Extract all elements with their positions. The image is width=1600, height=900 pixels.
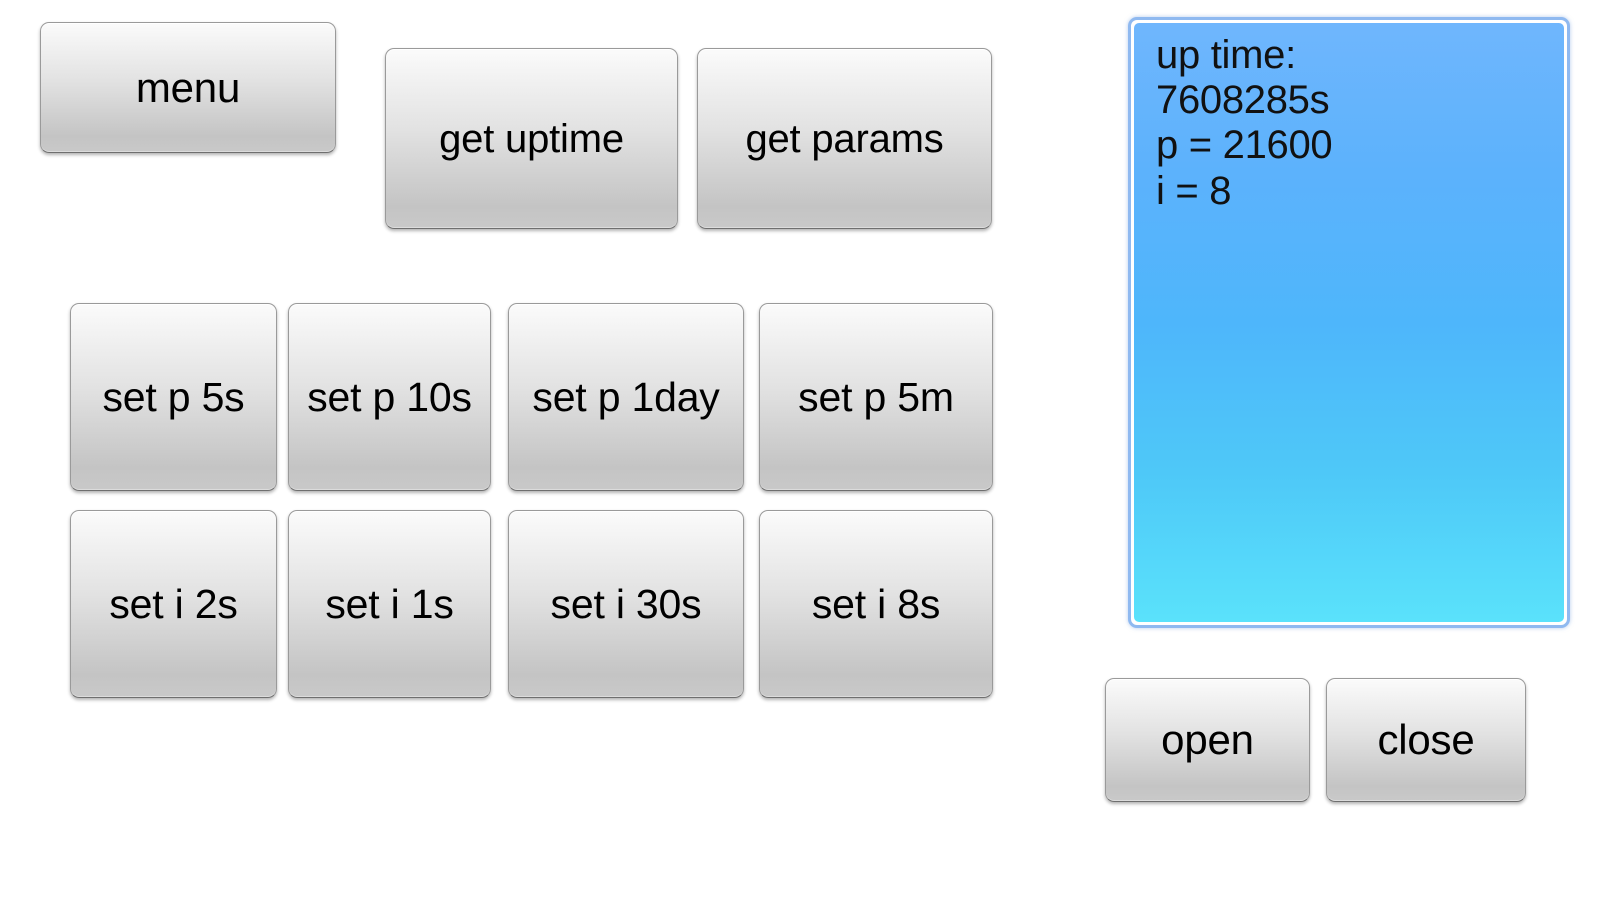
menu-button[interactable]: menu [40, 22, 336, 153]
set-i-30s-button[interactable]: set i 30s [508, 510, 744, 698]
get-uptime-button[interactable]: get uptime [385, 48, 678, 229]
open-button[interactable]: open [1105, 678, 1310, 802]
set-p-5m-button[interactable]: set p 5m [759, 303, 993, 491]
set-p-5s-button[interactable]: set p 5s [70, 303, 277, 491]
set-i-2s-button[interactable]: set i 2s [70, 510, 277, 698]
set-i-8s-button[interactable]: set i 8s [759, 510, 993, 698]
output-text[interactable]: up time: 7608285s p = 21600 i = 8 [1134, 23, 1564, 622]
output-panel[interactable]: up time: 7608285s p = 21600 i = 8 [1128, 17, 1570, 628]
get-params-button[interactable]: get params [697, 48, 992, 229]
close-button[interactable]: close [1326, 678, 1526, 802]
set-i-1s-button[interactable]: set i 1s [288, 510, 491, 698]
set-p-1day-button[interactable]: set p 1day [508, 303, 744, 491]
set-p-10s-button[interactable]: set p 10s [288, 303, 491, 491]
